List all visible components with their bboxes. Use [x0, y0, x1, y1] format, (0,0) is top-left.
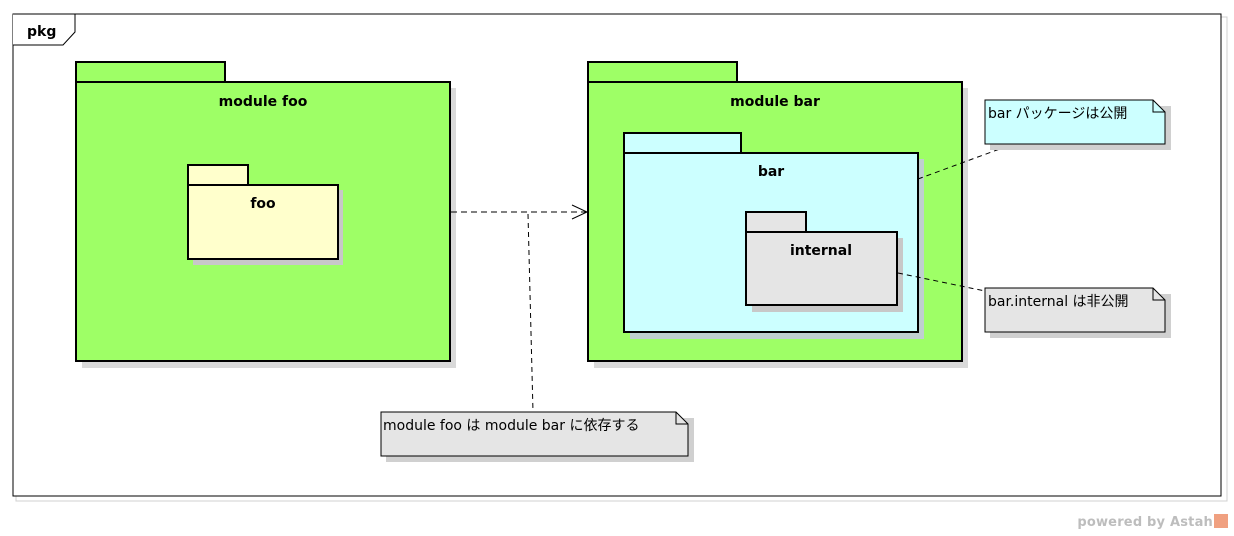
package-tab	[745, 211, 807, 233]
note-anchor-internal	[897, 272, 986, 292]
note-bar-public[interactable]: bar パッケージは公開	[984, 99, 1171, 150]
note-fold-icon	[1152, 288, 1165, 301]
package-tab	[187, 164, 249, 186]
note-internal-private[interactable]: bar.internal は非公開	[984, 287, 1171, 338]
open-arrowhead-icon	[571, 204, 589, 220]
watermark-text: powered by Astah	[1077, 515, 1213, 530]
watermark: powered by Astah	[1077, 514, 1228, 530]
note-text: bar パッケージは公開	[988, 106, 1127, 122]
note-fold-icon	[1152, 100, 1165, 113]
package-label: bar	[758, 164, 784, 180]
package-label: foo	[250, 196, 276, 212]
package-internal[interactable]: internal	[745, 211, 903, 312]
note-text: bar.internal は非公開	[988, 294, 1129, 310]
package-label: module bar	[730, 94, 820, 110]
note-dependency[interactable]: module foo は module bar に依存する	[380, 411, 694, 462]
note-fold-icon	[675, 412, 688, 425]
package-tab	[587, 61, 738, 83]
astah-logo-icon	[1214, 514, 1228, 528]
package-tab	[623, 132, 742, 154]
package-label: internal	[790, 243, 852, 259]
note-text: module foo は module bar に依存する	[383, 418, 639, 434]
note-anchor-dependency	[527, 213, 534, 413]
package-body	[187, 184, 339, 260]
package-body	[745, 231, 898, 306]
package-foo[interactable]: foo	[187, 164, 343, 265]
dependency-arrow[interactable]	[451, 204, 589, 220]
package-label: module foo	[219, 94, 308, 110]
note-anchor-lines	[527, 142, 1017, 413]
frame-label: pkg	[27, 24, 56, 40]
package-tab	[75, 61, 226, 83]
